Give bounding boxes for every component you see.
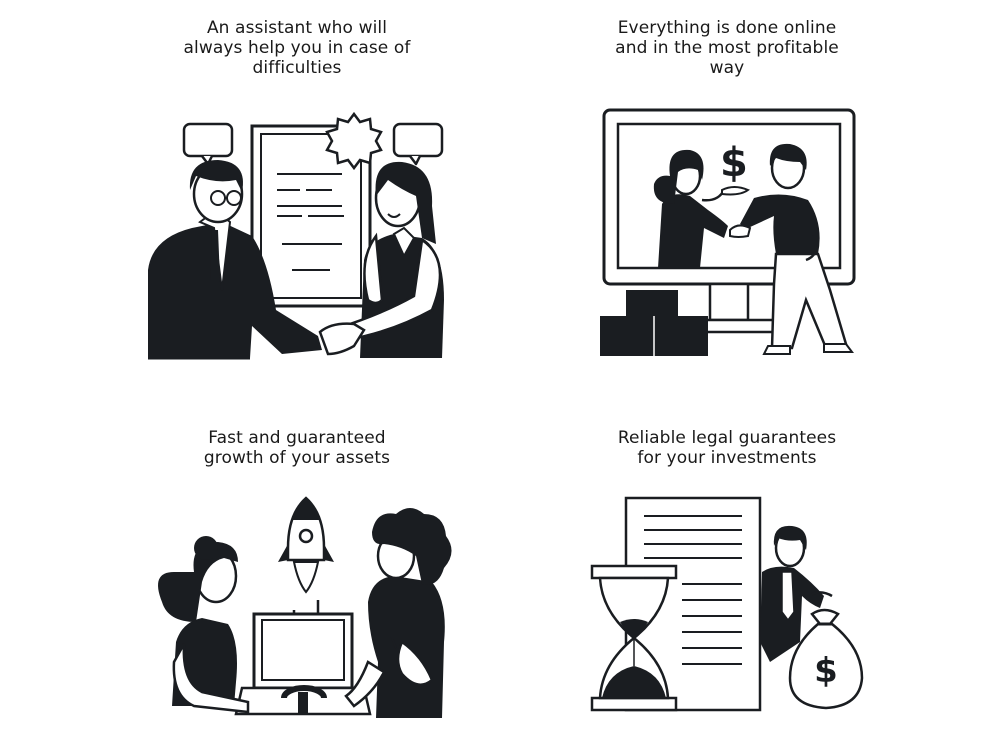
money-bag-dollar-symbol: $ [814, 651, 838, 691]
feature-title-online: Everything is done online and in the mos… [562, 18, 892, 78]
rocket-growth-illustration [158, 496, 452, 718]
handshake-assistant-illustration [148, 111, 444, 360]
title-line: always help you in case of [183, 38, 411, 58]
feature-title-assistant: An assistant who will always help you in… [132, 18, 462, 78]
title-line: for your investments [637, 448, 817, 468]
legal-guarantee-illustration: $ [590, 496, 864, 712]
title-line: and in the most profitable [615, 38, 839, 58]
title-line: way [709, 58, 745, 78]
online-deal-illustration: $ [600, 108, 856, 356]
title-line: Fast and guaranteed [208, 428, 386, 448]
title-line: An assistant who will [206, 18, 388, 38]
dollar-sign-symbol: $ [720, 140, 748, 186]
title-line: difficulties [252, 58, 342, 78]
feature-title-legal: Reliable legal guarantees for your inves… [562, 428, 892, 468]
title-line: growth of your assets [203, 448, 391, 468]
title-line: Reliable legal guarantees [617, 428, 837, 448]
title-line: Everything is done online [617, 18, 837, 38]
feature-title-growth: Fast and guaranteed growth of your asset… [132, 428, 462, 468]
